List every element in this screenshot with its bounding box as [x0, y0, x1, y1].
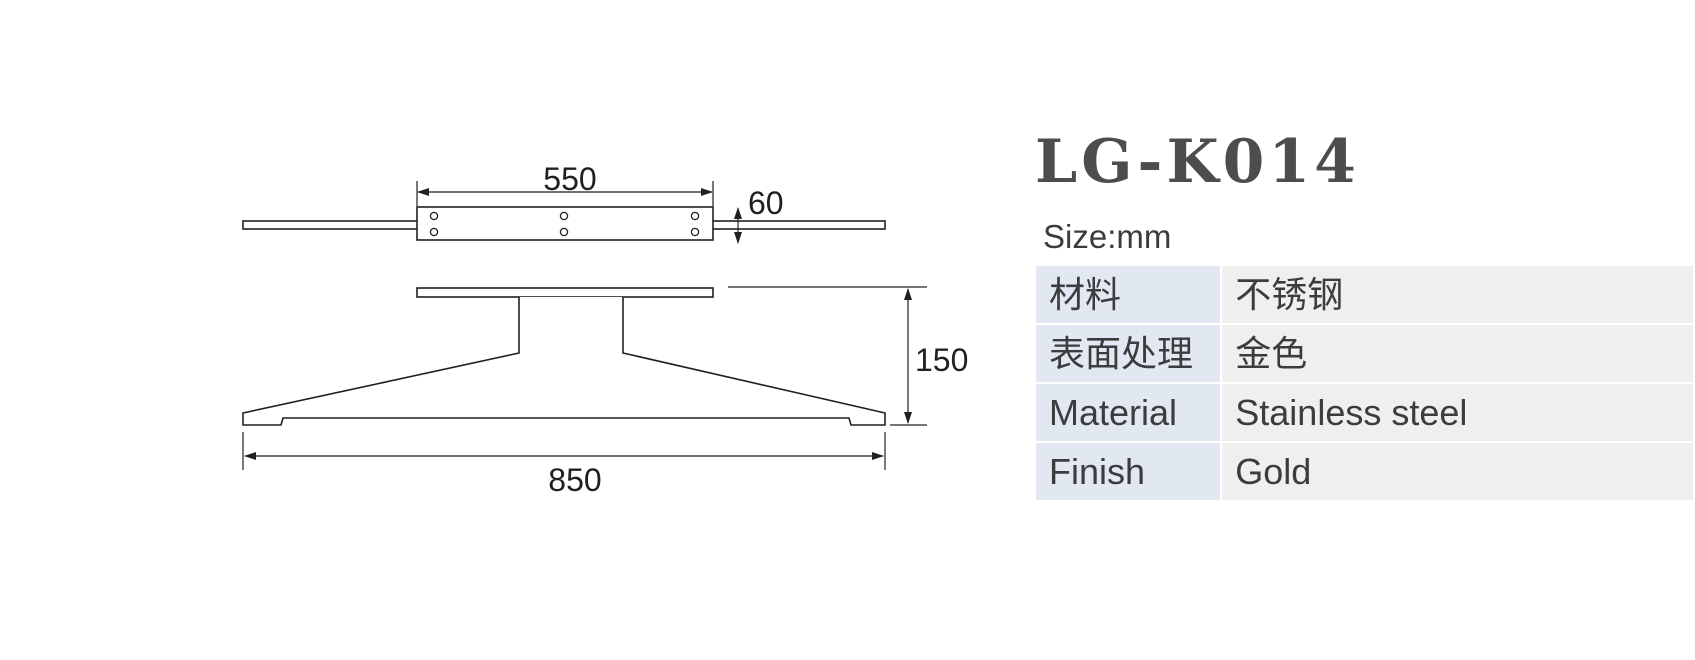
- spec-label: Finish: [1036, 443, 1221, 500]
- technical-drawing: 550 60 150 850: [242, 161, 968, 498]
- spec-value: Gold: [1222, 443, 1693, 500]
- dimension-label-height: 150: [915, 342, 968, 378]
- screw-hole: [559, 211, 569, 221]
- spec-value: Stainless steel: [1222, 384, 1693, 441]
- spec-row: 材料 不锈钢: [1036, 266, 1693, 323]
- front-view-plate: [416, 287, 714, 298]
- dimension-label-thickness: 60: [748, 185, 784, 221]
- screw-hole: [429, 227, 439, 237]
- top-view-plate: [416, 206, 714, 241]
- dimension-label-base-width: 850: [548, 462, 601, 498]
- size-unit-label: Size:mm: [1043, 218, 1172, 255]
- spec-value: 不锈钢: [1222, 266, 1693, 323]
- spec-label: Material: [1036, 384, 1221, 441]
- model-title: LG-K014: [1035, 127, 1360, 197]
- spec-table: 材料 不锈钢 表面处理 金色 Material Stainless steel …: [1034, 264, 1695, 502]
- spec-value: 金色: [1222, 325, 1693, 382]
- dimension-base-width: [242, 432, 886, 470]
- spec-row: Material Stainless steel: [1036, 384, 1693, 441]
- screw-hole: [429, 211, 439, 221]
- spec-label: 表面处理: [1036, 325, 1221, 382]
- dimension-top-width: [416, 181, 714, 206]
- dimension-height: [728, 286, 927, 426]
- dimension-label-top-width: 550: [543, 161, 596, 197]
- screw-hole: [690, 211, 700, 221]
- spec-row: Finish Gold: [1036, 443, 1693, 500]
- screw-hole: [559, 227, 569, 237]
- screw-hole: [690, 227, 700, 237]
- screw-holes: [429, 211, 700, 237]
- front-view: [242, 287, 886, 426]
- top-view: [242, 206, 886, 241]
- front-view-base: [242, 297, 886, 426]
- spec-row: 表面处理 金色: [1036, 325, 1693, 382]
- spec-label: 材料: [1036, 266, 1221, 323]
